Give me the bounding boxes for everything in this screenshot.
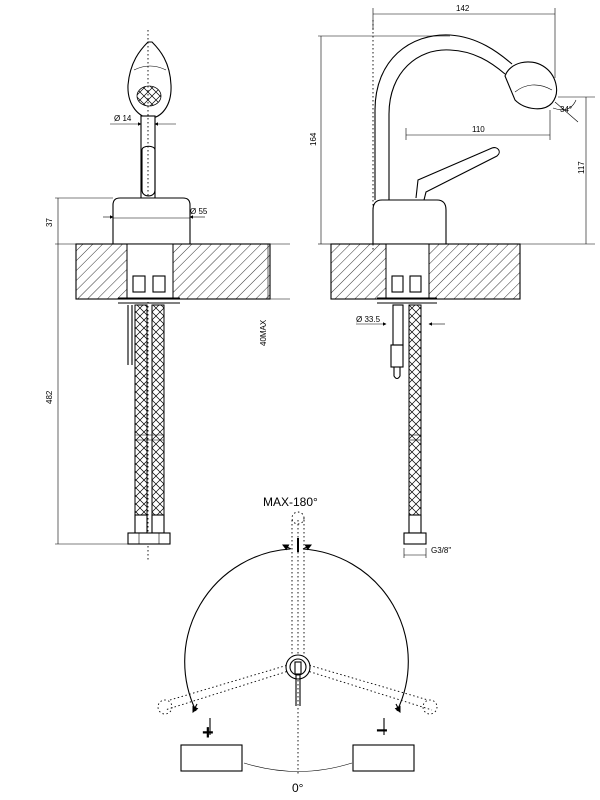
hot-hose <box>134 304 148 516</box>
zero-angle-label: 0° <box>292 781 304 795</box>
spout-outer <box>374 34 513 200</box>
side-nut <box>403 532 427 545</box>
side-hose <box>408 304 422 516</box>
rotation-arc <box>184 548 409 712</box>
hot-symbol: + <box>202 722 214 744</box>
front-base <box>112 197 191 245</box>
dim-thread: G3/8" <box>431 546 451 555</box>
dim-outlet-height: 117 <box>577 161 586 174</box>
aerator-icon <box>136 85 162 107</box>
dim-pipe-dia: Ø 14 <box>114 114 132 123</box>
dim-lever-reach: 110 <box>472 125 485 134</box>
cold-indicator-box <box>352 744 415 772</box>
front-view: Ø 14 Ø 55 37 482 40MAX <box>45 30 290 560</box>
side-base <box>372 199 447 245</box>
hot-indicator-box <box>180 744 243 772</box>
front-lever-head <box>127 41 172 119</box>
dim-base-height: 37 <box>45 218 54 227</box>
dim-base-dia: Ø 55 <box>190 207 208 216</box>
dim-shank-dia: Ø 33.5 <box>356 315 381 324</box>
spray-head <box>504 61 558 110</box>
dim-outlet-angle: 34° <box>560 105 572 114</box>
front-nut <box>127 532 171 545</box>
rotation-diagram: + − MAX-180° 0° <box>157 495 438 795</box>
spout-inner <box>388 49 506 200</box>
dim-spout-reach: 142 <box>456 4 470 13</box>
side-view: 142 164 110 117 34° Ø 33.5 G3/8" <box>309 4 595 558</box>
max-angle-label: MAX-180° <box>263 495 318 509</box>
cold-hose <box>151 304 165 516</box>
side-lever <box>415 147 500 201</box>
dim-hose-length: 482 <box>45 390 54 404</box>
cold-symbol: − <box>376 720 388 742</box>
dim-overall-height: 164 <box>309 132 318 146</box>
dim-deck-max: 40MAX <box>259 319 268 346</box>
